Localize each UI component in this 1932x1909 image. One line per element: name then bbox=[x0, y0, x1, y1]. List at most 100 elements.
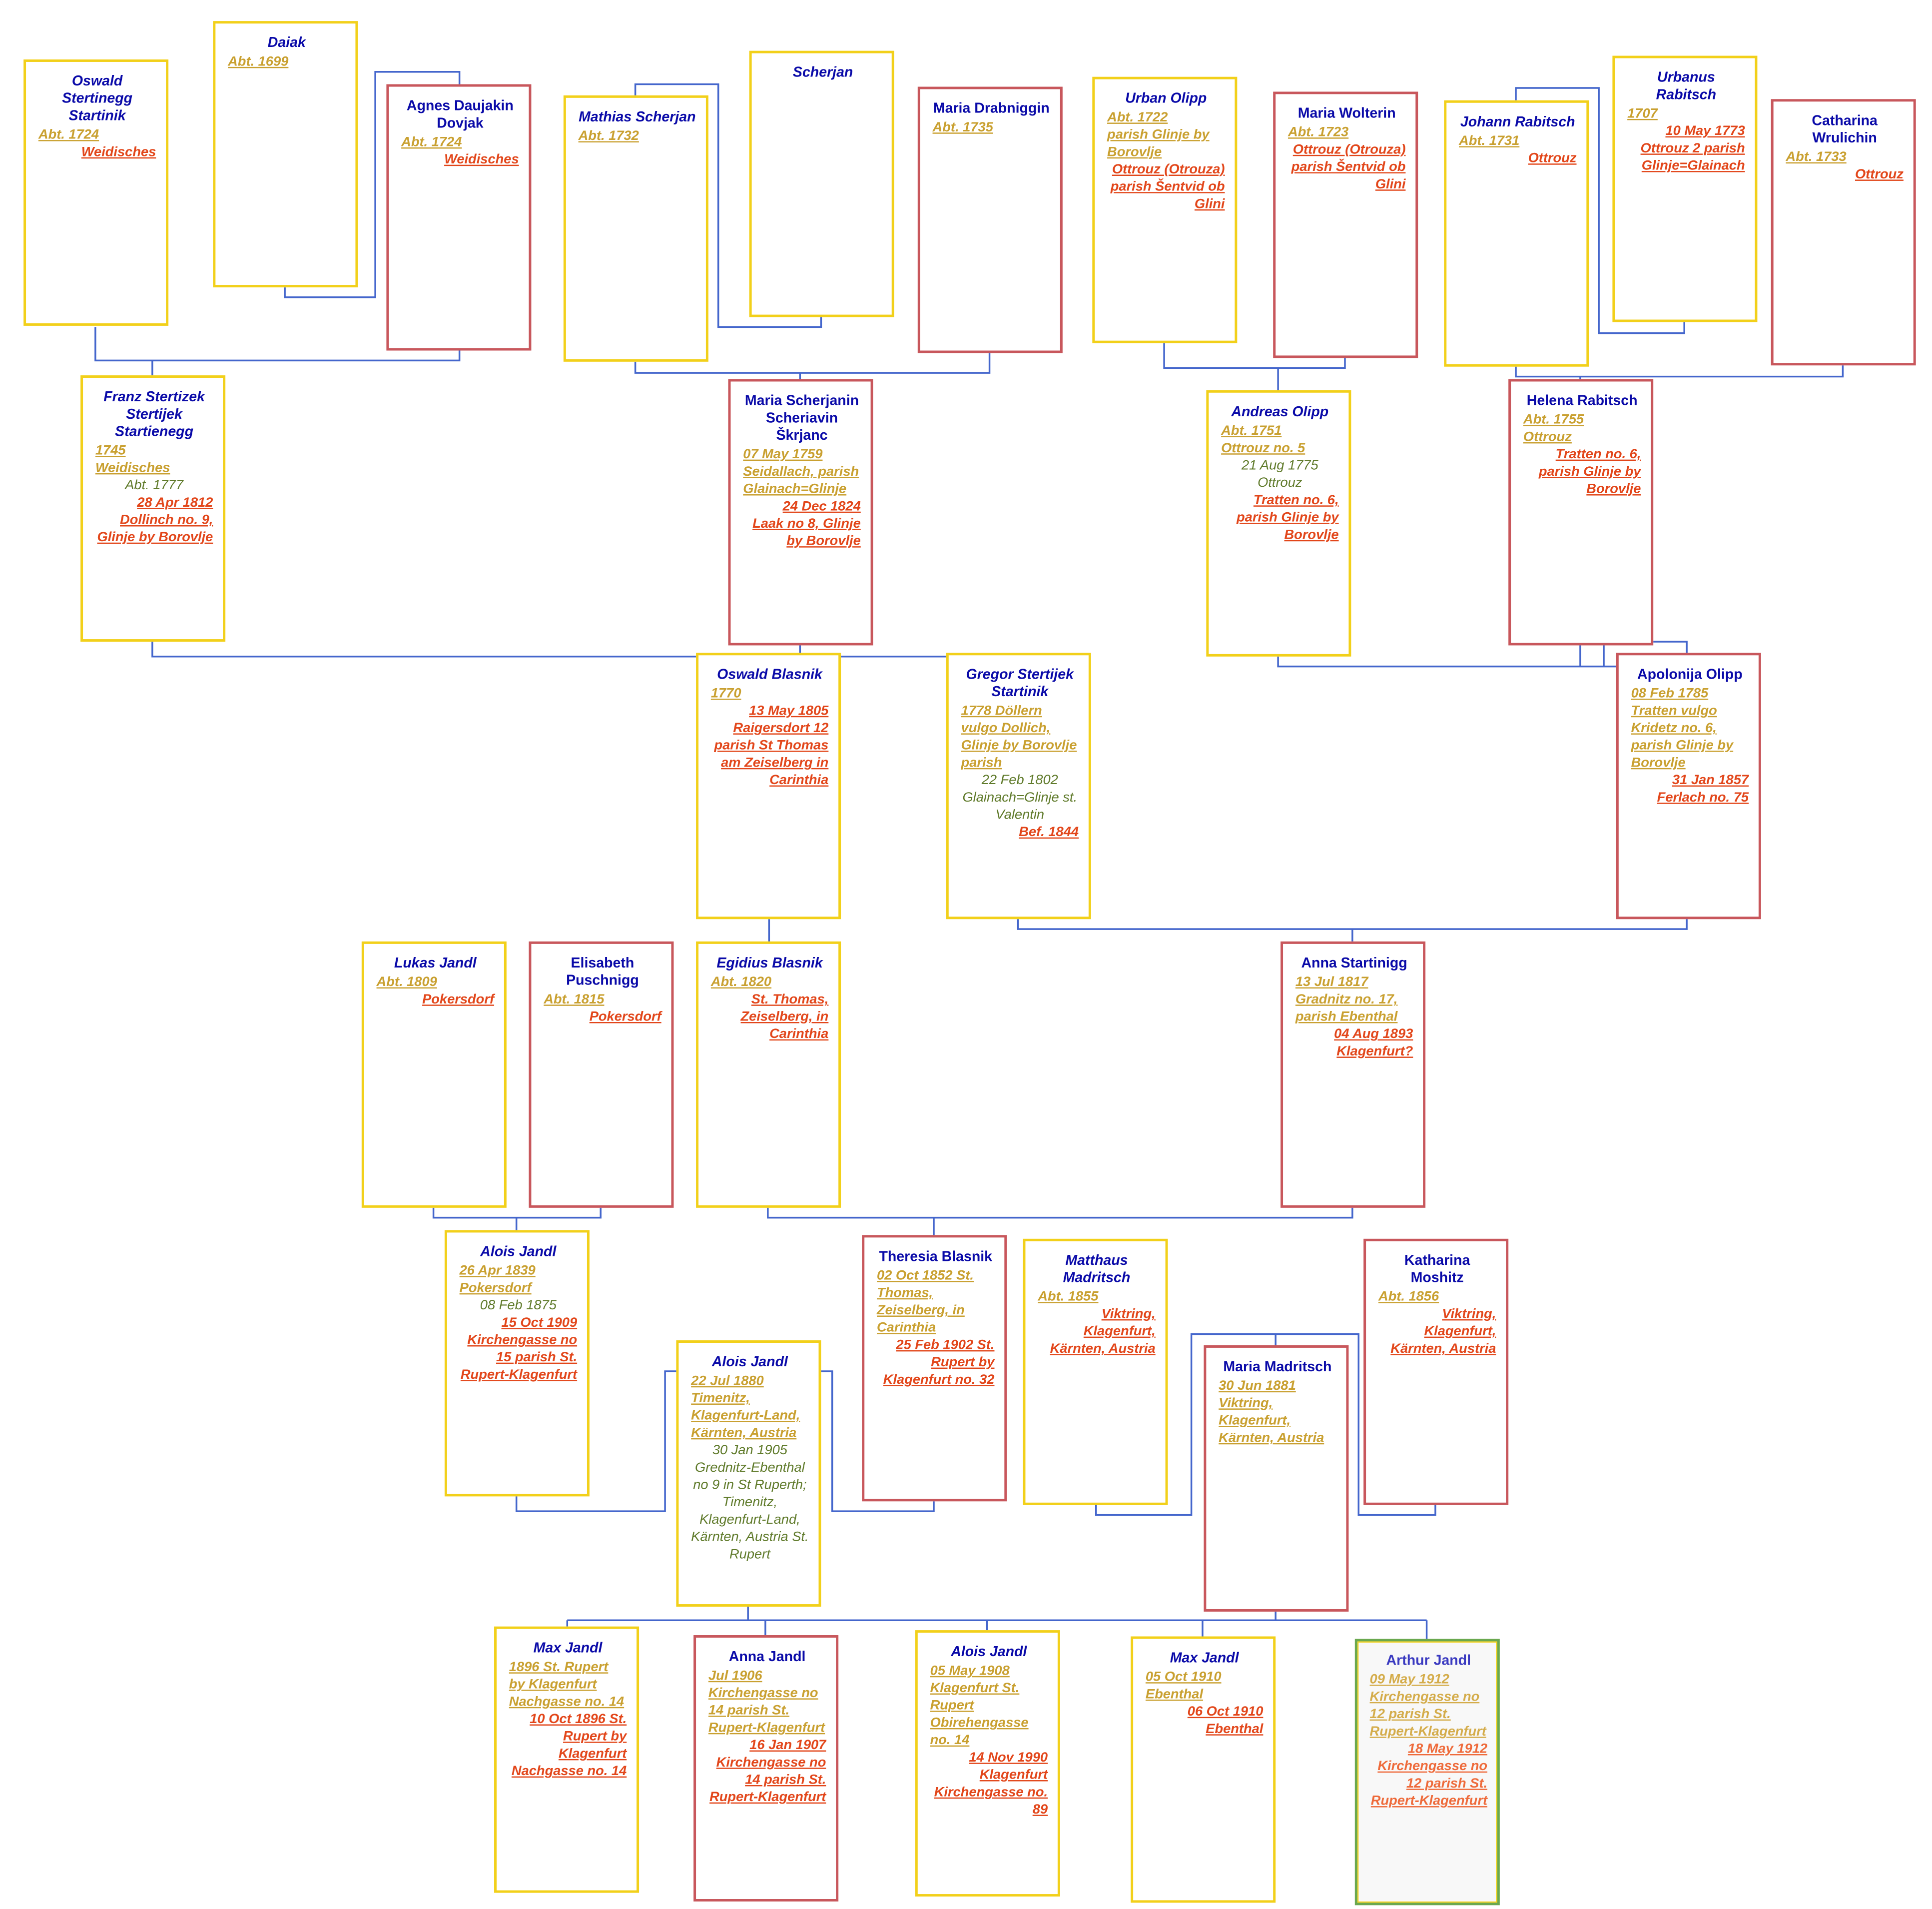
death-info[interactable]: Ebenthal bbox=[1146, 1721, 1263, 1738]
death-info[interactable]: Weidisches bbox=[401, 151, 519, 168]
birth-info[interactable]: Ottrouz bbox=[1523, 429, 1641, 446]
birth-info[interactable]: Abt. 1735 bbox=[933, 119, 1050, 136]
death-info[interactable]: Viktring, Klagenfurt, Kärnten, Austria bbox=[1378, 1306, 1496, 1358]
birth-info[interactable]: 05 May 1908 bbox=[930, 1663, 1048, 1680]
birth-info[interactable]: Jul 1906 bbox=[708, 1667, 826, 1685]
birth-info[interactable]: Abt. 1751 bbox=[1221, 422, 1338, 440]
birth-info[interactable]: Abt. 1699 bbox=[228, 53, 345, 71]
birth-info[interactable]: Abt. 1755 bbox=[1523, 411, 1641, 429]
death-info[interactable]: Viktring, Klagenfurt, Kärnten, Austria bbox=[1038, 1306, 1156, 1358]
death-info[interactable]: Ottrouz bbox=[1459, 150, 1577, 167]
death-info[interactable]: 18 May 1912 bbox=[1370, 1741, 1487, 1758]
death-info[interactable]: Kirchengasse no 15 parish St. Rupert-Kla… bbox=[460, 1332, 577, 1384]
death-info[interactable]: Ferlach no. 75 bbox=[1631, 789, 1749, 807]
birth-info[interactable]: Weidisches bbox=[95, 460, 213, 477]
birth-info[interactable]: Abt. 1820 bbox=[711, 973, 828, 991]
death-info[interactable]: Ottrouz (Otrouza) parish Šentvid ob Glin… bbox=[1288, 141, 1406, 193]
death-info[interactable]: Kirchengasse no 12 parish St. Rupert-Kla… bbox=[1370, 1758, 1487, 1810]
death-info[interactable]: 14 Nov 1990 bbox=[930, 1749, 1048, 1767]
death-info[interactable]: Bef. 1844 bbox=[961, 824, 1079, 841]
death-info[interactable]: 24 Dec 1824 bbox=[743, 498, 861, 515]
birth-info[interactable]: Seidallach, parish Glainach=Glinje bbox=[743, 463, 860, 498]
birth-info[interactable]: 08 Feb 1785 bbox=[1631, 685, 1749, 703]
birth-info[interactable]: Abt. 1855 bbox=[1038, 1288, 1155, 1306]
birth-info[interactable]: 26 Apr 1839 bbox=[460, 1262, 577, 1280]
birth-info[interactable]: 22 Jul 1880 bbox=[691, 1373, 808, 1390]
birth-info[interactable]: 02 Oct 1852 St. Thomas, Zeiselberg, in C… bbox=[877, 1267, 994, 1337]
birth-info[interactable]: Abt. 1733 bbox=[1786, 148, 1903, 166]
birth-info[interactable]: parish Glinje by Borovlje bbox=[1107, 126, 1225, 161]
death-info[interactable]: 25 Feb 1902 St. Rupert by Klagenfurt no.… bbox=[877, 1337, 995, 1389]
birth-info[interactable]: Abt. 1809 bbox=[377, 973, 494, 991]
death-info[interactable]: 10 May 1773 bbox=[1627, 122, 1745, 140]
birth-info[interactable]: 13 Jul 1817 bbox=[1295, 973, 1413, 991]
birth-info[interactable]: Abt. 1722 bbox=[1107, 109, 1225, 126]
birth-info[interactable]: Abt. 1815 bbox=[544, 991, 661, 1008]
death-info[interactable]: Klagenfurt? bbox=[1295, 1043, 1413, 1060]
birth-info[interactable]: Abt. 1732 bbox=[579, 127, 696, 145]
birth-info[interactable]: Viktring, Klagenfurt, Kärnten, Austria bbox=[1219, 1395, 1336, 1447]
birth-info[interactable]: 30 Jun 1881 bbox=[1219, 1377, 1336, 1395]
death-info[interactable]: 13 May 1805 bbox=[711, 702, 828, 720]
birth-info[interactable]: 1707 bbox=[1627, 105, 1745, 123]
birth-info[interactable]: Pokersdorf bbox=[460, 1280, 577, 1297]
birth-info[interactable]: Abt. 1723 bbox=[1288, 124, 1405, 141]
birth-info[interactable]: 1770 bbox=[711, 685, 828, 703]
birth-info[interactable]: Ebenthal bbox=[1146, 1686, 1263, 1704]
birth-info[interactable]: Abt. 1724 bbox=[401, 134, 519, 151]
death-info[interactable]: Dollinch no. 9, Glinje by Borovlje bbox=[95, 512, 213, 546]
death-info[interactable]: Raigersdort 12 parish St Thomas am Zeise… bbox=[711, 720, 829, 789]
death-info[interactable]: 15 Oct 1909 bbox=[460, 1314, 578, 1332]
birth-info[interactable]: 1745 bbox=[95, 442, 213, 460]
birth-info[interactable]: Gradnitz no. 17, parish Ebenthal bbox=[1295, 991, 1413, 1025]
death-info[interactable]: 28 Apr 1812 bbox=[95, 494, 213, 512]
birth-info[interactable]: 1896 St. Rupert by Klagenfurt Nachgasse … bbox=[509, 1659, 627, 1711]
birth-info[interactable]: Abt. 1724 bbox=[38, 126, 156, 144]
death-info[interactable]: 16 Jan 1907 bbox=[708, 1737, 826, 1754]
birth-info[interactable]: Abt. 1856 bbox=[1378, 1288, 1496, 1306]
death-info[interactable]: Klagenfurt Kirchengasse no. 89 bbox=[930, 1767, 1048, 1819]
birth-info[interactable]: 05 Oct 1910 bbox=[1146, 1669, 1263, 1686]
birth-info[interactable]: Kirchengasse no 14 parish St. Rupert-Kla… bbox=[708, 1685, 826, 1737]
birth-info[interactable]: Tratten vulgo Kridetz no. 6, parish Glin… bbox=[1631, 702, 1749, 772]
death-info[interactable]: Ottrouz (Otrouza) parish Šentvid ob Glin… bbox=[1107, 161, 1225, 213]
death-info[interactable]: 31 Jan 1857 bbox=[1631, 772, 1749, 789]
birth-info[interactable]: Ottrouz no. 5 bbox=[1221, 440, 1338, 457]
birth-info[interactable]: 09 May 1912 bbox=[1370, 1671, 1487, 1689]
birth-info[interactable]: Kirchengasse no 12 parish St. Rupert-Kla… bbox=[1370, 1689, 1487, 1741]
birth-info[interactable]: Abt. 1731 bbox=[1459, 132, 1576, 150]
birth-info[interactable]: 1778 Döllern vulgo Dollich, Glinje by Bo… bbox=[961, 702, 1079, 772]
death-info[interactable]: Ottrouz 2 parish Glinje=Glainach bbox=[1627, 140, 1745, 174]
birth-info[interactable]: Timenitz, Klagenfurt-Land, Kärnten, Aust… bbox=[691, 1390, 808, 1442]
death-info[interactable]: 10 Oct 1896 St. Rupert by Klagenfurt Nac… bbox=[509, 1711, 627, 1780]
birth-info[interactable]: 07 May 1759 bbox=[743, 446, 860, 463]
death-info[interactable]: 04 Aug 1893 bbox=[1295, 1025, 1413, 1043]
